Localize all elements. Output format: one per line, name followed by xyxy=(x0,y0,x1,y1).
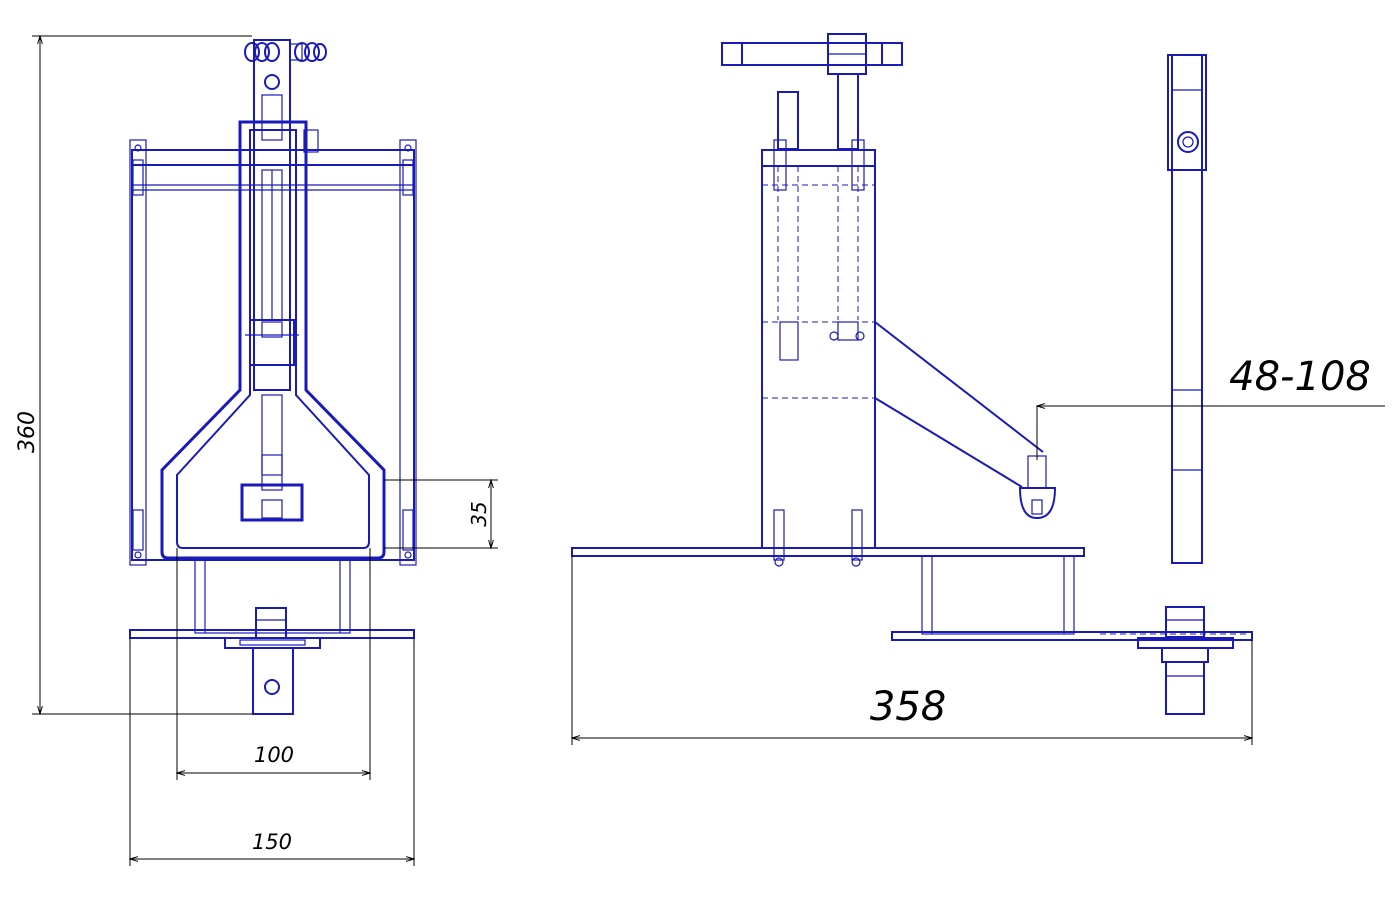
t-handle-bar xyxy=(721,42,903,66)
column-pin-hole xyxy=(264,74,280,90)
mounting-pin xyxy=(252,647,294,715)
front-view xyxy=(129,39,417,715)
side-arm-top xyxy=(874,321,1044,453)
dimension-48-108: 48-108 xyxy=(1037,354,1385,460)
screw-rod xyxy=(837,73,859,150)
dimension-150: 150 xyxy=(130,638,414,866)
side-lower-plate xyxy=(891,631,1253,641)
front-outer-frame xyxy=(131,149,415,561)
dim-label-358: 358 xyxy=(870,684,946,730)
base-tube xyxy=(194,557,351,634)
side-base-tube xyxy=(921,555,1075,635)
dim-label-360: 360 xyxy=(15,411,40,453)
dimension-100: 100 xyxy=(177,548,370,780)
dimension-35: 35 xyxy=(384,480,498,548)
side-mounting-pin xyxy=(1165,661,1205,715)
side-view xyxy=(571,33,1253,715)
press-frame-inner xyxy=(176,129,370,549)
right-post xyxy=(399,139,417,566)
dim-label-100: 100 xyxy=(254,743,294,767)
handle-rings xyxy=(244,42,327,62)
dimension-358: 358 xyxy=(572,556,1252,745)
lower-press-block xyxy=(240,483,304,522)
arm-jaw xyxy=(1018,487,1057,520)
dim-label-35: 35 xyxy=(467,501,491,526)
front-base-plate xyxy=(129,629,415,639)
dimension-360: 360 xyxy=(15,36,252,714)
press-frame-outer xyxy=(160,120,386,560)
left-post xyxy=(129,139,147,566)
side-base-plate xyxy=(571,547,1085,557)
dim-label-48-108: 48-108 xyxy=(1229,354,1371,400)
end-view xyxy=(1167,54,1207,564)
screw-column xyxy=(253,39,291,391)
end-view-pin xyxy=(1177,131,1199,153)
mounting-pin-hole xyxy=(264,679,280,695)
middle-clamp xyxy=(249,319,295,366)
side-arm-bottom xyxy=(874,397,1023,488)
dim-label-150: 150 xyxy=(252,830,292,854)
